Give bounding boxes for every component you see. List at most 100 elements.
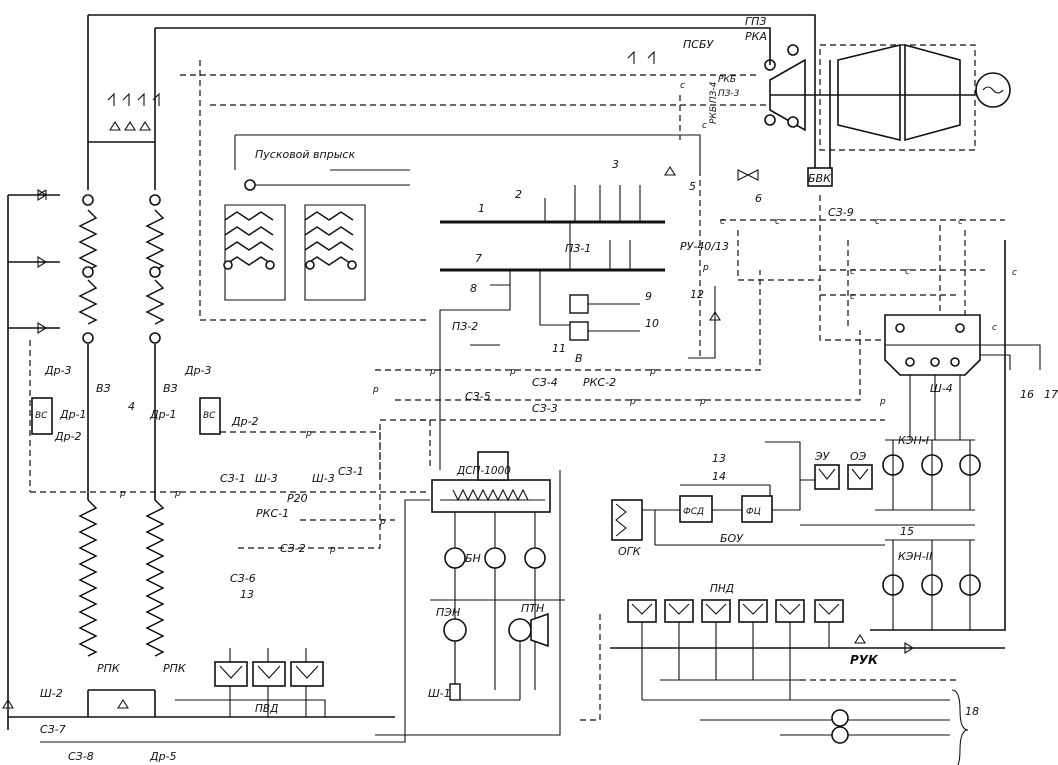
condensate-marker: с <box>1012 268 1017 278</box>
label-rpk-right: РПК <box>163 662 187 675</box>
label-n16: 16 <box>1020 388 1034 401</box>
label-fts: ФЦ <box>746 507 761 517</box>
label-n12: 12 <box>690 288 704 301</box>
label-gpz: ГПЗ <box>745 15 766 28</box>
label-psbu: ПСБУ <box>683 38 714 51</box>
label-start-injection: Пусковой впрыск <box>255 148 355 161</box>
label-ogk: ОГК <box>618 545 642 558</box>
label-pen: ПЭН <box>436 606 460 619</box>
label-rks1: РКС-1 <box>256 507 289 520</box>
condenser <box>884 314 1041 441</box>
condensate-marker: с <box>680 81 685 91</box>
label-sh3-right: Ш-3 <box>312 472 335 485</box>
label-pz3: ПЗ-3 <box>718 89 740 99</box>
steam-marker: р <box>305 429 312 439</box>
condensate-marker: с <box>850 267 855 277</box>
superheater-block <box>180 60 770 321</box>
steam-line-markers: р р р р р р р р р р р р р <box>119 263 886 555</box>
label-dr1-right: Др-1 <box>149 408 177 421</box>
label-sz4: СЗ-4 <box>532 376 558 389</box>
condensate-treatment <box>611 441 975 546</box>
label-sz6: СЗ-6 <box>230 572 256 585</box>
condensate-pumps <box>875 440 981 630</box>
label-pz1: ПЗ-1 <box>565 242 591 255</box>
label-sz3: СЗ-3 <box>532 402 558 415</box>
label-pnd: ПНД <box>710 583 734 595</box>
condensate-marker: с <box>702 121 707 131</box>
label-sh1: Ш-1 <box>428 687 451 700</box>
label-ruk: РУК <box>850 653 879 667</box>
label-n10: 10 <box>645 317 659 330</box>
label-n15: 15 <box>900 525 914 538</box>
label-n14: 14 <box>712 470 726 483</box>
condensate-marker: с <box>775 217 780 227</box>
label-sz9: СЗ-9 <box>828 206 854 219</box>
label-dr1-left: Др-1 <box>59 408 87 421</box>
condensate-marker: с <box>992 323 997 333</box>
label-dr5: Др-5 <box>149 750 177 763</box>
label-n13a: 13 <box>712 452 726 465</box>
main-pipework <box>7 14 1006 743</box>
label-pvd: ПВД <box>255 703 278 715</box>
label-dr3-right: Др-3 <box>184 364 212 377</box>
steam-marker: р <box>379 517 386 527</box>
label-sh4: Ш-4 <box>930 382 953 395</box>
label-bn: БН <box>465 552 481 565</box>
label-vz-right: ВЗ <box>163 382 178 395</box>
built-in-separators <box>31 397 221 435</box>
label-eu: ЭУ <box>814 450 831 463</box>
condensate-marker: с <box>875 217 880 227</box>
label-r20: Р20 <box>287 492 308 505</box>
label-oe: ОЭ <box>850 450 867 463</box>
steam-marker: р <box>429 367 436 377</box>
label-sz2: СЗ-2 <box>280 542 306 555</box>
label-sz7: СЗ-7 <box>40 723 66 736</box>
label-bvk: БВК <box>808 172 832 185</box>
label-n8: 8 <box>470 282 477 295</box>
steam-marker: р <box>372 385 379 395</box>
label-n11: 11 <box>552 342 566 355</box>
label-rkb: РКБ <box>718 75 736 85</box>
label-vz-left: ВЗ <box>96 382 111 395</box>
label-n6: 6 <box>755 192 762 205</box>
steam-marker: р <box>329 545 336 555</box>
label-rks2: РКС-2 <box>583 376 616 389</box>
steam-marker: р <box>629 397 636 407</box>
label-n7: 7 <box>475 252 482 265</box>
label-dr2-right: Др-2 <box>231 415 259 428</box>
label-sz1-right: СЗ-1 <box>338 465 364 478</box>
label-dr3-left: Др-3 <box>44 364 72 377</box>
label-vs-left: ВС <box>35 411 48 421</box>
label-ru40: РУ-40/13 <box>680 240 729 253</box>
text-labels: ГПЗ РКА ПСБУ РКБ ПЗ-3 РКБ ПЗ-4 БВК СЗ-9 … <box>35 15 1058 763</box>
label-sz1-left: СЗ-1 <box>220 472 246 485</box>
label-sz8: СЗ-8 <box>68 750 94 763</box>
steam-marker: р <box>509 367 516 377</box>
label-sh2: Ш-2 <box>40 687 63 700</box>
label-pz2: ПЗ-2 <box>452 320 478 333</box>
label-n18: 18 <box>965 705 979 718</box>
label-n17: 17 <box>1044 388 1058 401</box>
label-vs-right: ВС <box>203 411 216 421</box>
label-n3: 3 <box>612 158 619 171</box>
label-sh3-left: Ш-3 <box>255 472 278 485</box>
condensate-marker: с <box>958 217 963 227</box>
boiler-coils <box>78 194 165 657</box>
label-n5: 5 <box>689 180 696 193</box>
label-bou: БОУ <box>720 532 744 545</box>
signal-lines <box>29 95 1005 721</box>
valves <box>2 50 915 709</box>
label-rka: РКА <box>745 30 767 43</box>
steam-marker: р <box>174 489 181 499</box>
steam-marker: р <box>699 397 706 407</box>
label-sz5: СЗ-5 <box>465 390 491 403</box>
lp-heaters <box>627 599 969 765</box>
label-ptn: ПТН <box>521 602 544 615</box>
label-dsp: ДСП-1000 <box>456 465 511 477</box>
steam-marker: р <box>702 263 709 273</box>
turbine-unit <box>764 43 1011 187</box>
steam-headers <box>439 185 665 470</box>
condensate-marker: с <box>720 217 725 227</box>
steam-marker: р <box>119 489 126 499</box>
